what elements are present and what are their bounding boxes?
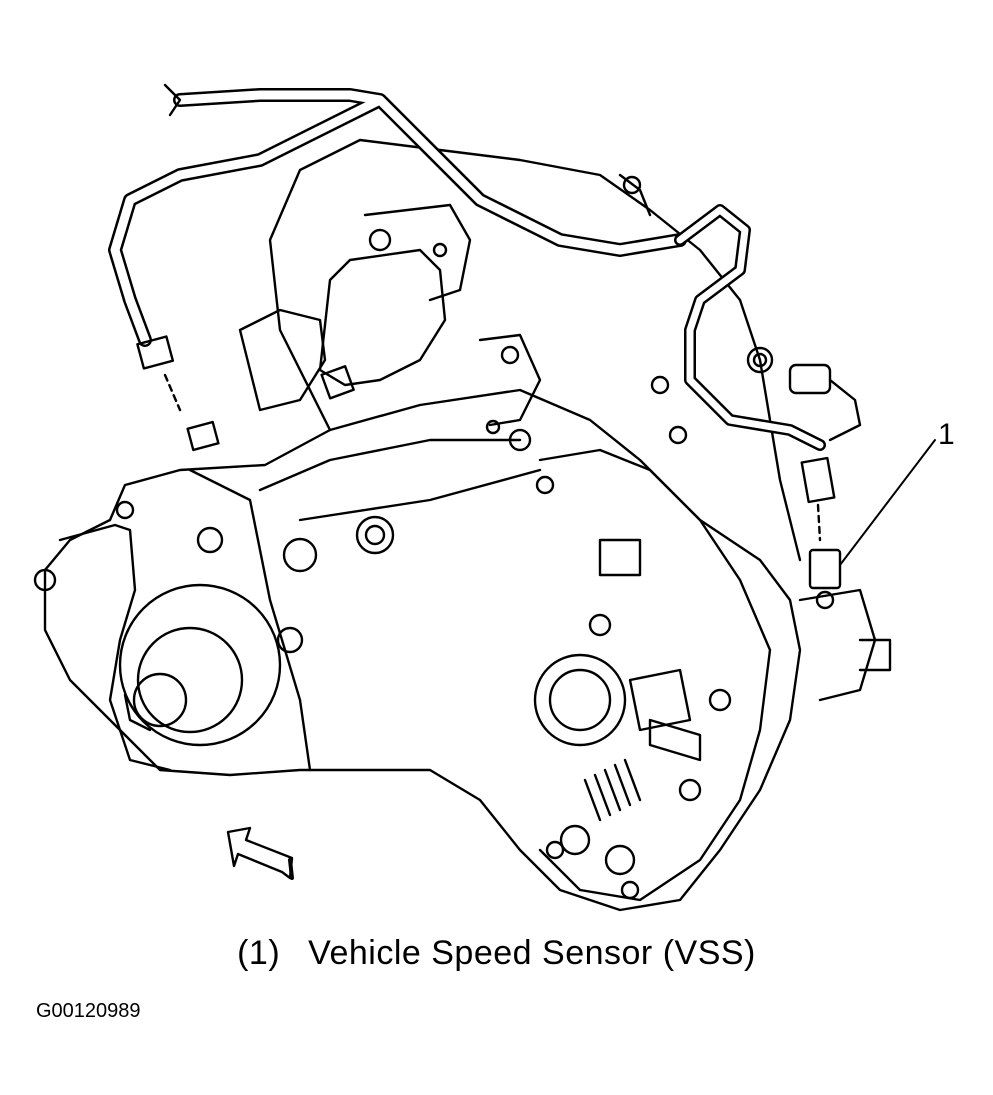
vehicle-speed-sensor <box>808 548 842 590</box>
mount-bracket <box>318 248 447 387</box>
transaxle-case <box>43 388 802 912</box>
wiring-harness <box>108 88 687 347</box>
connector-right <box>800 456 836 504</box>
connector-left <box>136 335 175 370</box>
caption-text: Vehicle Speed Sensor (VSS) <box>308 934 756 972</box>
caption-number: (1) <box>237 934 281 972</box>
direction-arrow <box>226 826 294 880</box>
figure-id: G00120989 <box>36 1000 141 1022</box>
end-cover <box>58 523 172 772</box>
callout-leader <box>839 439 936 566</box>
callout-number: 1 <box>938 418 955 451</box>
upper-housing <box>268 138 802 562</box>
figure-caption: (1) Vehicle Speed Sensor (VSS) <box>0 934 993 973</box>
transaxle-illustration <box>33 83 936 912</box>
